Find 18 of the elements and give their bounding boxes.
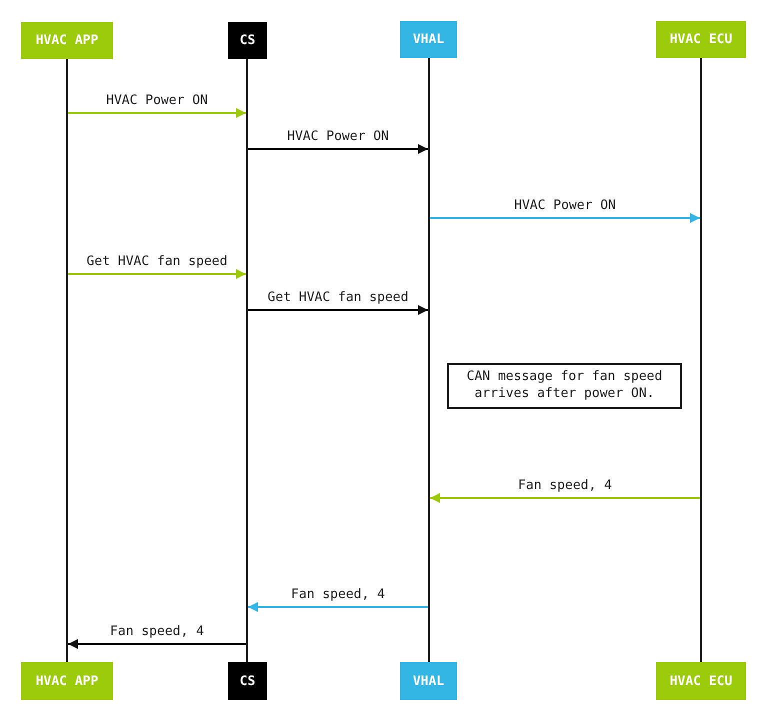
participant-box: VHAL xyxy=(400,21,457,58)
lifeline xyxy=(246,59,248,662)
message-label: Get HVAC fan speed xyxy=(266,290,410,305)
message-label: Fan speed, 4 xyxy=(517,478,613,493)
message-label: Fan speed, 4 xyxy=(109,624,205,639)
participant-box: CS xyxy=(228,22,267,59)
participant-box: VHAL xyxy=(400,662,457,700)
lifeline xyxy=(700,58,702,662)
note-box: CAN message for fan speed arrives after power ON. xyxy=(447,363,682,409)
lifeline xyxy=(66,59,68,662)
lifeline xyxy=(428,58,430,662)
message-label: Get HVAC fan speed xyxy=(86,254,228,269)
participant-box: HVAC APP xyxy=(21,22,113,59)
participant-box: CS xyxy=(228,662,267,700)
participant-box: HVAC ECU xyxy=(656,662,746,700)
message-label: Fan speed, 4 xyxy=(290,587,386,602)
participant-box: HVAC ECU xyxy=(656,21,746,58)
participant-box: HVAC APP xyxy=(21,662,113,700)
